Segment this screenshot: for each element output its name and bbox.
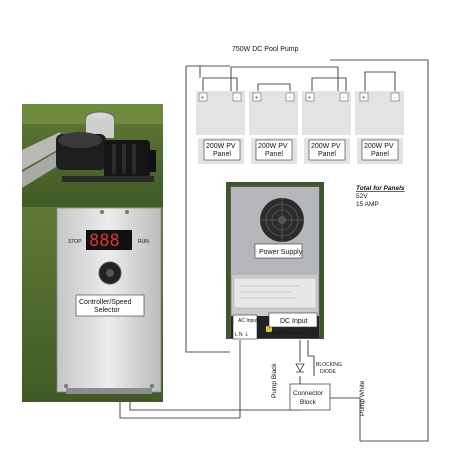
blocking-diode: BLOCKING DIODE <box>295 362 342 375</box>
panel-terminal-minus <box>339 92 349 102</box>
totals-heading: Total for Panels <box>356 185 405 192</box>
panel-terminal-plus <box>305 92 315 102</box>
ac-terminals: L N ⏚ <box>235 331 249 338</box>
plus-sign: + <box>362 95 365 101</box>
controller-speed-selector: STOP RUN 888 Controller/Speed Selector <box>22 207 163 402</box>
led-display <box>86 230 132 250</box>
pump-white-label: Pump White <box>359 380 366 416</box>
diagram-title: 750W DC Pool Pump <box>232 46 299 53</box>
connector-label-line2: Block <box>300 399 317 406</box>
controller-label-line2: Selector <box>94 307 120 314</box>
blocking-label-line1: BLOCKING <box>316 362 342 368</box>
power-supply-label: Power Supply <box>259 249 303 256</box>
plus-sign: + <box>308 95 311 101</box>
minus-sign: - <box>343 95 345 101</box>
panel-terminal-minus <box>232 92 242 102</box>
totals-current: 15 AMP <box>356 201 379 208</box>
dc-terminals: V- V- V- V+ V+ <box>271 331 303 337</box>
solar-panel-3: + - 200W PV Panel <box>302 91 351 164</box>
totals-voltage: 52V <box>356 193 368 200</box>
dc-input-label: DC Input <box>280 318 308 325</box>
solar-panel-4: + - 200W PV Panel <box>355 91 404 164</box>
panel-label-line2: Panel <box>371 151 389 158</box>
controller-run-mark: RUN <box>138 239 149 245</box>
minus-sign: - <box>236 95 238 101</box>
minus-sign: - <box>394 95 396 101</box>
solar-panel-1: + - 200W PV Panel <box>196 91 245 164</box>
controller-stop-mark: STOP <box>68 239 82 245</box>
panel-label-line1: 200W PV <box>311 143 341 150</box>
plus-sign: + <box>201 95 204 101</box>
power-supply: Power Supply AC Input L N ⏚ DC Input V- … <box>226 182 324 340</box>
panel-terminal-plus <box>198 92 208 102</box>
solar-panel-2: + - 200W PV Panel <box>249 91 298 164</box>
panel-wiring <box>185 59 429 442</box>
panel-terminal-plus <box>252 92 262 102</box>
blocking-label-line2: DIODE <box>320 369 337 375</box>
panel-label-line1: 200W PV <box>206 143 236 150</box>
panel-terminal-minus <box>390 92 400 102</box>
panel-label-line1: 200W PV <box>364 143 394 150</box>
panel-terminal-plus <box>359 92 369 102</box>
panel-terminal-minus <box>285 92 295 102</box>
controller-label-line1: Controller/Speed <box>79 299 132 306</box>
panel-label-line1: 200W PV <box>258 143 288 150</box>
panel-totals: Total for Panels 52V 15 AMP <box>356 185 405 208</box>
connector-label-line1: Connector <box>293 390 324 397</box>
pool-pump-photo <box>22 104 163 207</box>
panel-label-line2: Panel <box>318 151 336 158</box>
plus-sign: + <box>255 95 258 101</box>
connector-block: Connector Block <box>289 383 331 411</box>
ac-input-label: AC Input <box>238 318 258 324</box>
panel-label-line2: Panel <box>265 151 283 158</box>
pump-black-label: Pump Black <box>271 363 278 398</box>
minus-sign: - <box>289 95 291 101</box>
led-display-digits: 888 <box>89 231 120 251</box>
panel-label-line2: Panel <box>213 151 231 158</box>
